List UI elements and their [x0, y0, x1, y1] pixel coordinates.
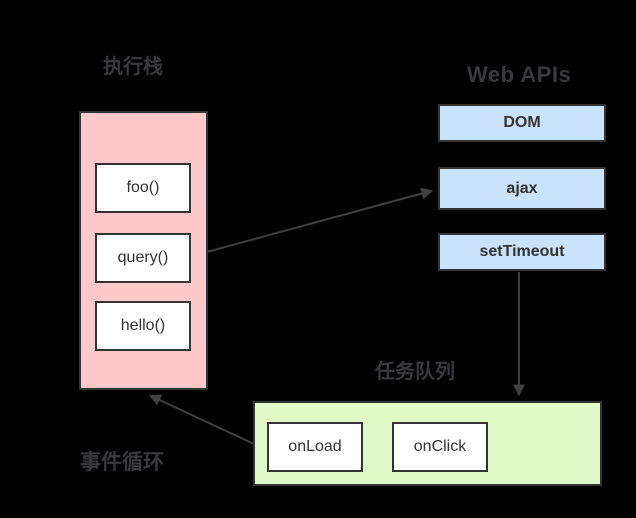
query-to-ajax-arrow: [191, 187, 434, 257]
execution-stack-panel: foo() query() hello(): [79, 111, 208, 390]
event-loop-title: 事件循环: [80, 451, 164, 474]
taskqueue-to-stack-arrow: [148, 394, 255, 445]
task-queue-panel: onLoad onClick: [253, 401, 602, 486]
web-api-settimeout: setTimeout: [438, 233, 606, 271]
execution-stack-title: 执行栈: [103, 56, 163, 78]
stack-item-hello: hello(): [95, 301, 191, 351]
web-api-dom: DOM: [438, 104, 606, 142]
stack-item-query: query(): [95, 233, 191, 283]
queue-item-onclick: onClick: [392, 422, 488, 472]
queue-item-onload: onLoad: [267, 422, 363, 472]
stack-item-foo: foo(): [95, 163, 191, 213]
web-api-ajax: ajax: [438, 167, 606, 210]
web-apis-title: Web APIs: [467, 62, 572, 87]
task-queue-title: 任务队列: [375, 361, 455, 383]
